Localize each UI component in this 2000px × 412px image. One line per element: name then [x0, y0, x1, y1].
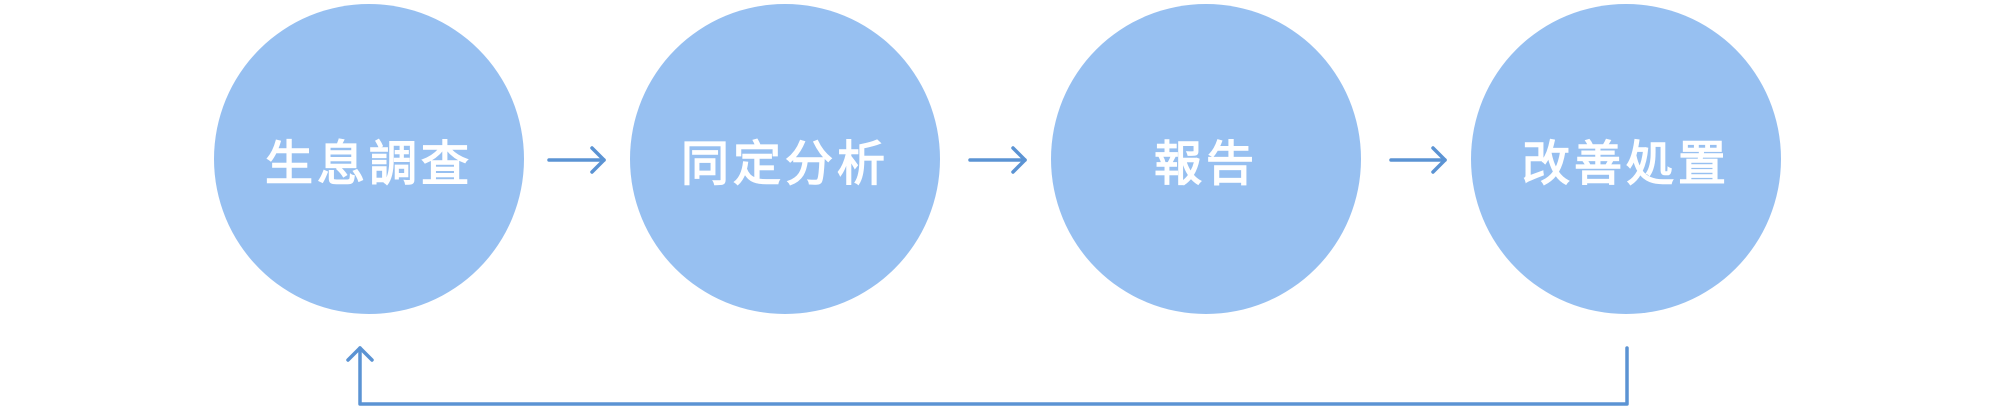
step-node-4: 改善処置	[1471, 4, 1781, 314]
arrow-feedback-loop	[346, 346, 1629, 406]
step-label-2: 同定分析	[680, 136, 889, 192]
arrow-step2-to-step3	[968, 146, 1027, 174]
arrow-step1-to-step2	[547, 146, 606, 174]
step-node-3: 報告	[1051, 4, 1361, 314]
arrow-step3-to-step4	[1389, 146, 1447, 174]
step-label-4: 改善処置	[1521, 136, 1730, 192]
step-node-1: 生息調査	[214, 4, 524, 314]
step-node-2: 同定分析	[630, 4, 940, 314]
step-label-3: 報告	[1153, 136, 1258, 192]
step-label-1: 生息調査	[264, 136, 473, 192]
